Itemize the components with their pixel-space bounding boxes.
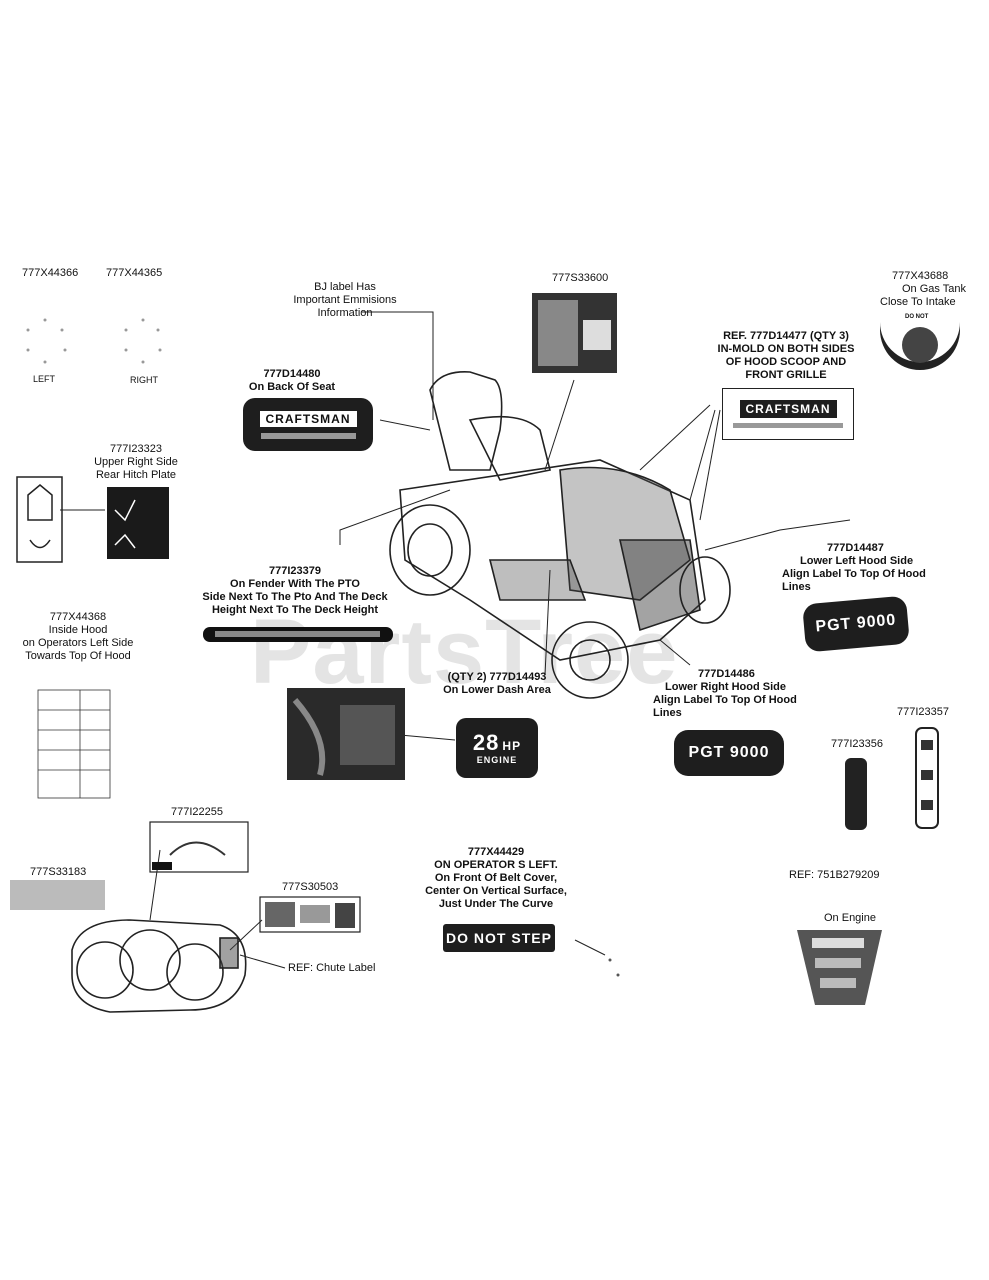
label-777d14487: 777D14487 Lower Left Hood Side Align Lab…	[782, 542, 926, 593]
label-left: LEFT	[33, 374, 56, 384]
gas-tank-note: 777X43688 On Gas Tank Close To Intake	[880, 270, 966, 308]
label-777i22255: 777I22255	[171, 806, 223, 818]
craftsman-hood-strip	[733, 423, 843, 428]
craftsman-seat-text: CRAFTSMAN	[259, 410, 357, 427]
craftsman-hood-text: CRAFTSMAN	[739, 400, 837, 418]
craftsman-hood-decal: CRAFTSMAN	[722, 388, 854, 440]
label-33183-box	[10, 880, 105, 910]
label-777x44366: 777X44366	[22, 267, 79, 279]
label-777x44365: 777X44365	[106, 267, 163, 279]
engine-hp-value: 28	[472, 729, 500, 755]
label-on-engine: On Engine	[824, 912, 876, 924]
tractor-illustration	[389, 371, 731, 699]
do-not-step-decal: DO NOT STEP	[443, 924, 555, 952]
label-23323-box	[107, 487, 169, 559]
craftsman-seat-decal: CRAFTSMAN	[243, 398, 373, 451]
ref-751b279209: REF: 751B279209	[789, 869, 880, 881]
dot-rings	[26, 318, 162, 364]
craftsman-seat-strip	[260, 432, 356, 439]
hitch-plate	[16, 476, 63, 563]
label-44368-table	[37, 689, 111, 799]
chute-label-box	[259, 896, 361, 933]
label-22255-box	[149, 821, 249, 873]
pto-strip	[203, 627, 393, 642]
watermark: PartsTree	[250, 601, 679, 703]
engine-hp-decal: 28 HP ENGINE	[456, 718, 538, 778]
gas-tank-label	[880, 322, 960, 370]
gas-do-not: DO NOT	[905, 314, 929, 320]
vertical-decals	[845, 727, 939, 830]
engine-hp-unit: HP	[502, 738, 522, 753]
label-777s30503: 777S30503	[282, 881, 339, 893]
pgt-right-decal: PGT 9000	[674, 730, 784, 776]
mower-deck	[71, 919, 247, 1013]
label-777i23357: 777I23357	[897, 706, 949, 718]
engine-decal	[797, 930, 882, 1005]
dash-photo	[287, 688, 405, 780]
ref-chute-label: REF: Chute Label	[288, 962, 376, 974]
label-right: RIGHT	[130, 375, 158, 385]
leader-lines	[60, 311, 851, 969]
label-777s33600: 777S33600	[552, 272, 609, 284]
pgt-left-decal: PGT 9000	[802, 595, 910, 653]
label-777s33183: 777S33183	[30, 866, 87, 878]
ref-777d14477: REF. 777D14477 (QTY 3)IN-MOLD ON BOTH SI…	[717, 330, 855, 381]
belt-cover-hint	[608, 958, 620, 977]
label-777d14486: 777D14486 Lower Right Hood Side Align La…	[653, 668, 797, 719]
engine-word: ENGINE	[476, 754, 518, 765]
label-33600-box	[532, 293, 617, 373]
label-777i23356: 777I23356	[831, 738, 883, 750]
